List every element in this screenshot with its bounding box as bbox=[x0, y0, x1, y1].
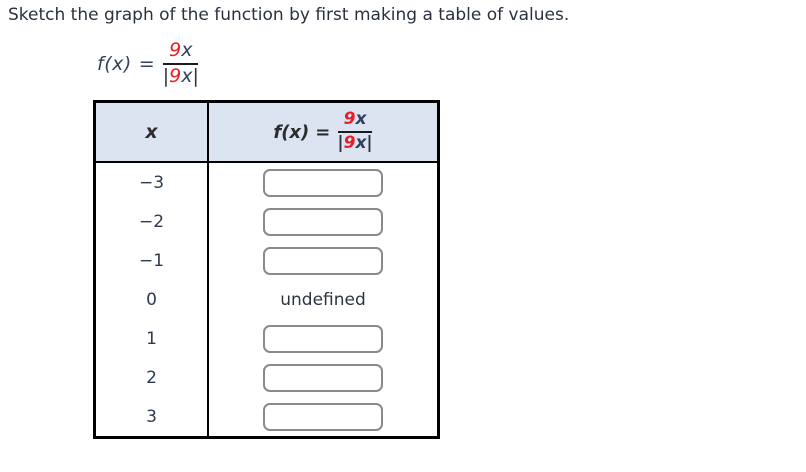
table-row: 0 undefined bbox=[96, 280, 437, 319]
table-row: 3 bbox=[96, 397, 437, 436]
fx-cell: undefined bbox=[209, 280, 437, 319]
fx-undefined-label: undefined bbox=[280, 289, 366, 310]
table-row: −1 bbox=[96, 241, 437, 280]
formula-equals: = bbox=[138, 52, 155, 75]
table-row: −3 bbox=[96, 163, 437, 202]
x-value: −3 bbox=[96, 163, 209, 202]
header-denominator-variable: x bbox=[355, 133, 367, 153]
table-header-row: x f(x) = 9x |9x| bbox=[96, 103, 437, 163]
fx-cell bbox=[209, 358, 437, 397]
x-value: 3 bbox=[96, 397, 209, 436]
fx-cell bbox=[209, 163, 437, 202]
header-formula-denominator: |9x| bbox=[337, 133, 372, 154]
abs-close-bar: | bbox=[192, 64, 199, 87]
x-value: 2 bbox=[96, 358, 209, 397]
formula-numerator: 9x bbox=[163, 39, 199, 65]
fx-cell bbox=[209, 241, 437, 280]
page-title: Sketch the graph of the function by firs… bbox=[8, 5, 570, 25]
table-row: 2 bbox=[96, 358, 437, 397]
fx-cell bbox=[209, 397, 437, 436]
table-row: −2 bbox=[96, 202, 437, 241]
values-table: x f(x) = 9x |9x| −3 −2 −1 0 undefined 1 … bbox=[93, 100, 440, 439]
header-abs-close-bar: | bbox=[366, 133, 373, 153]
fx-answer-input[interactable] bbox=[263, 246, 383, 275]
header-x: x bbox=[96, 103, 209, 161]
fx-answer-input[interactable] bbox=[263, 402, 383, 431]
header-abs-open-bar: | bbox=[337, 133, 344, 153]
x-value: 1 bbox=[96, 319, 209, 358]
fx-cell bbox=[209, 202, 437, 241]
header-formula-lhs: f(x) bbox=[273, 121, 310, 143]
denominator-variable: x bbox=[181, 64, 193, 87]
x-value: 0 bbox=[96, 280, 209, 319]
header-numerator-variable: x bbox=[355, 109, 367, 130]
table-body: −3 −2 −1 0 undefined 1 2 3 bbox=[96, 163, 437, 436]
formula-denominator: |9x| bbox=[163, 65, 199, 88]
fx-cell bbox=[209, 319, 437, 358]
fx-answer-input[interactable] bbox=[263, 168, 383, 197]
x-value: −2 bbox=[96, 202, 209, 241]
header-formula-numerator: 9x bbox=[337, 109, 373, 133]
formula-fraction: 9x |9x| bbox=[163, 39, 199, 88]
header-denominator-coefficient: 9 bbox=[343, 133, 356, 153]
header-formula-fraction: 9x |9x| bbox=[337, 110, 372, 153]
formula-lhs: f(x) bbox=[97, 52, 132, 75]
table-row: 1 bbox=[96, 319, 437, 358]
fx-answer-input[interactable] bbox=[263, 363, 383, 392]
header-numerator-coefficient: 9 bbox=[343, 109, 356, 130]
abs-open-bar: | bbox=[162, 64, 170, 87]
fx-answer-input[interactable] bbox=[263, 324, 383, 353]
numerator-coefficient: 9 bbox=[169, 39, 182, 61]
header-formula-equals: = bbox=[315, 121, 331, 143]
x-value: −1 bbox=[96, 241, 209, 280]
numerator-variable: x bbox=[181, 39, 193, 61]
function-formula: f(x) = 9x |9x| bbox=[97, 39, 199, 88]
fx-answer-input[interactable] bbox=[263, 207, 383, 236]
denominator-coefficient: 9 bbox=[169, 64, 182, 87]
header-fx: f(x) = 9x |9x| bbox=[209, 103, 437, 161]
